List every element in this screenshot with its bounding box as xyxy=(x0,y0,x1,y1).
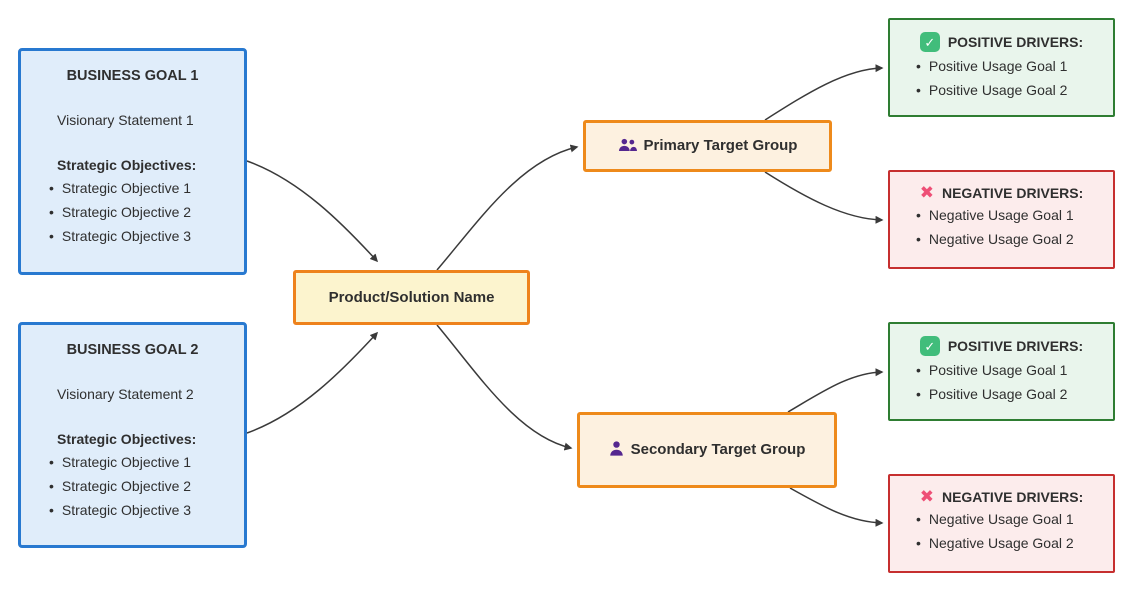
drivers-title: POSITIVE DRIVERS: xyxy=(947,338,1084,354)
target-group-label: Primary Target Group xyxy=(643,137,798,154)
positive-drivers-box-secondary: ✓ POSITIVE DRIVERS: Positive Usage Goal … xyxy=(888,322,1115,421)
edge-secondary-positive xyxy=(787,368,884,413)
drivers-title: POSITIVE DRIVERS: xyxy=(947,34,1084,50)
cross-icon: ✖ xyxy=(919,183,934,202)
objective-item: Strategic Objective 2 xyxy=(49,474,244,498)
objective-item: Strategic Objective 3 xyxy=(49,224,244,248)
business-goal-2-box: BUSINESS GOAL 2 Visionary Statement 2 St… xyxy=(18,322,247,548)
objective-item: Strategic Objective 3 xyxy=(49,498,244,522)
negative-drivers-box-primary: ✖ NEGATIVE DRIVERS: Negative Usage Goal … xyxy=(888,170,1115,269)
driver-item: Positive Usage Goal 1 xyxy=(916,54,1113,78)
drivers-list: Positive Usage Goal 1 Positive Usage Goa… xyxy=(916,54,1113,102)
user-icon xyxy=(609,441,623,456)
visionary-statement: Visionary Statement 1 xyxy=(57,112,194,128)
strategic-objectives-list: Strategic Objective 1 Strategic Objectiv… xyxy=(49,450,244,522)
driver-item: Positive Usage Goal 2 xyxy=(916,78,1113,102)
edge-secondary-negative xyxy=(789,487,884,527)
drivers-list: Positive Usage Goal 1 Positive Usage Goa… xyxy=(916,358,1113,406)
edge-product-secondary xyxy=(436,324,573,451)
strategic-objectives-list: Strategic Objective 1 Strategic Objectiv… xyxy=(49,176,244,248)
edge-product-primary xyxy=(436,144,579,271)
edge-primary-positive xyxy=(764,64,884,121)
edge-goal1-product xyxy=(246,160,379,263)
cross-icon: ✖ xyxy=(919,487,934,506)
edge-primary-negative xyxy=(764,171,884,224)
product-solution-box: Product/Solution Name xyxy=(293,270,530,325)
objective-item: Strategic Objective 2 xyxy=(49,200,244,224)
check-icon: ✓ xyxy=(919,336,940,356)
driver-item: Positive Usage Goal 1 xyxy=(916,358,1113,382)
drivers-title: NEGATIVE DRIVERS: xyxy=(941,184,1084,201)
driver-item: Negative Usage Goal 1 xyxy=(916,203,1113,227)
secondary-target-group-box: Secondary Target Group xyxy=(577,412,837,488)
users-icon xyxy=(618,138,637,151)
positive-drivers-box-primary: ✓ POSITIVE DRIVERS: Positive Usage Goal … xyxy=(888,18,1115,117)
drivers-title: NEGATIVE DRIVERS: xyxy=(941,488,1084,505)
drivers-list: Negative Usage Goal 1 Negative Usage Goa… xyxy=(916,203,1113,251)
driver-item: Positive Usage Goal 2 xyxy=(916,382,1113,406)
business-goal-1-box: BUSINESS GOAL 1 Visionary Statement 1 St… xyxy=(18,48,247,275)
business-goal-title: BUSINESS GOAL 2 xyxy=(66,342,199,358)
drivers-list: Negative Usage Goal 1 Negative Usage Goa… xyxy=(916,507,1113,555)
driver-item: Negative Usage Goal 1 xyxy=(916,507,1113,531)
target-group-label: Secondary Target Group xyxy=(630,441,806,458)
objective-item: Strategic Objective 1 xyxy=(49,176,244,200)
driver-item: Negative Usage Goal 2 xyxy=(916,227,1113,251)
strategic-objectives-label: Strategic Objectives: xyxy=(57,157,197,173)
driver-item: Negative Usage Goal 2 xyxy=(916,531,1113,555)
negative-drivers-box-secondary: ✖ NEGATIVE DRIVERS: Negative Usage Goal … xyxy=(888,474,1115,573)
edge-goal2-product xyxy=(246,331,379,434)
objective-item: Strategic Objective 1 xyxy=(49,450,244,474)
business-goal-title: BUSINESS GOAL 1 xyxy=(66,68,199,84)
visionary-statement: Visionary Statement 2 xyxy=(57,386,194,402)
primary-target-group-box: Primary Target Group xyxy=(583,120,832,172)
check-icon: ✓ xyxy=(919,32,940,52)
product-solution-label: Product/Solution Name xyxy=(328,289,495,306)
strategic-objectives-label: Strategic Objectives: xyxy=(57,431,197,447)
